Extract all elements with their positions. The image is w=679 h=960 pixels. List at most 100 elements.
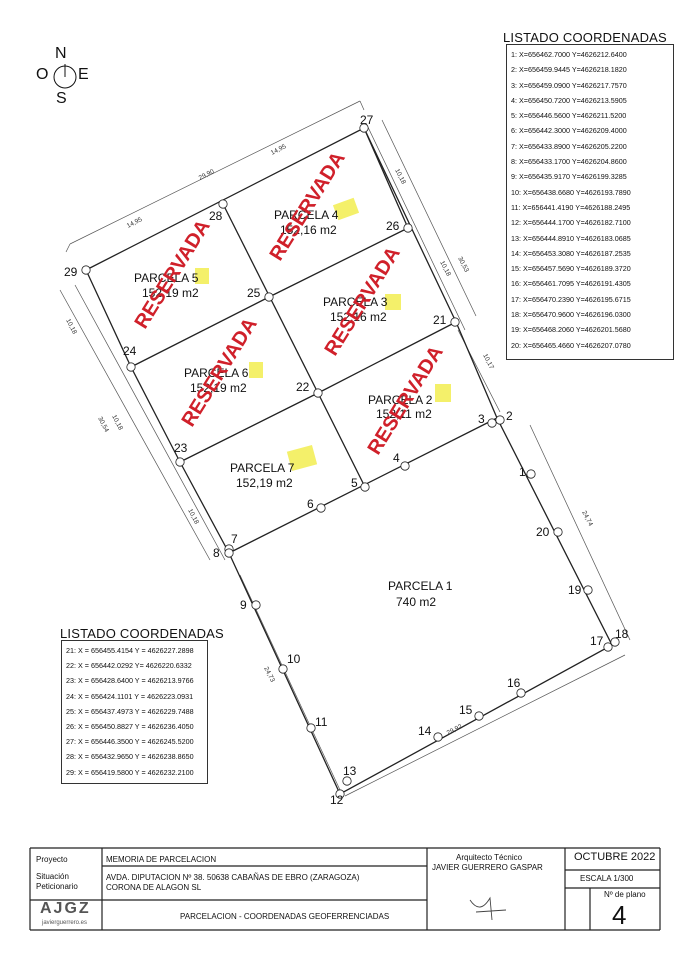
point-label-22: 22 (296, 380, 310, 394)
point-label-27: 27 (360, 113, 374, 127)
survey-point-17 (603, 642, 613, 652)
survey-point-12 (335, 789, 345, 799)
coord-row: 21: X = 656455.4154 Y = 4626227.2898 (66, 646, 194, 655)
survey-point-18 (610, 637, 620, 647)
title-block-frame (29, 847, 661, 931)
survey-point-2 (495, 415, 505, 425)
coord-row: 9: X=656435.9170 Y=4626199.3285 (511, 172, 627, 182)
parcel-1-name: PARCELA 1 (388, 579, 453, 593)
dim-24-73: 24,73 (262, 666, 276, 684)
tb-proyecto: MEMORIA DE PARCELACION (106, 855, 217, 864)
parcel-4-name: PARCELA 4 (274, 208, 339, 222)
survey-point-20 (553, 527, 563, 537)
survey-point-10 (278, 664, 288, 674)
point-label-8: 8 (213, 546, 220, 560)
coord-row: 13: X=656444.8910 Y=4626183.0685 (511, 233, 631, 243)
coord-row: 25: X = 656437.4973 Y = 4626229.7488 (66, 706, 194, 716)
tb-plano-label: Nº de plano (604, 890, 646, 899)
tb-situacion-label: Situación (36, 872, 69, 881)
point-label-11: 11 (315, 715, 328, 729)
point-label-25: 25 (247, 286, 261, 300)
point-label-23: 23 (174, 441, 188, 455)
compass-west: O (36, 66, 49, 83)
coord-row: 16: X=656461.7095 Y=4626191.4305 (511, 279, 631, 289)
coord-row: 6: X=656442.3000 Y=4626209.4000 (511, 126, 627, 136)
point-label-9: 9 (240, 598, 247, 612)
point-label-28: 28 (209, 209, 223, 223)
coord-row: 20: X=656465.4660 Y=4626207.0780 (511, 340, 631, 350)
parcel-3-area: 152,16 m2 (330, 310, 387, 324)
dim-10-18-c: 10,18 (64, 318, 78, 336)
dim-24-74: 24,74 (580, 510, 594, 528)
coord-row: 7: X=656433.8900 Y=4626205.2200 (511, 141, 627, 151)
dim-10-18-d: 10,18 (110, 414, 124, 432)
compass-north: N (55, 45, 67, 62)
survey-point-8 (224, 548, 234, 558)
survey-point-9 (251, 600, 261, 610)
dim-29-90: 29,90 (198, 168, 216, 182)
coords-right-title: LISTADO COORDENADAS (503, 30, 667, 45)
point-label-29: 29 (64, 265, 78, 279)
logo-icon: AJGZ (40, 900, 91, 917)
point-label-10: 10 (287, 652, 301, 666)
point-label-17: 17 (590, 634, 604, 648)
point-label-26: 26 (386, 219, 400, 233)
coord-row: 5: X=656446.5600 Y=4626211.5200 (511, 111, 627, 121)
coords-left-table: 21: X = 656455.4154 Y = 4626227.2898 22: … (61, 640, 208, 784)
compass-icon (53, 64, 77, 89)
point-label-13: 13 (343, 764, 357, 778)
parcel-6-area: 152,19 m2 (190, 381, 247, 395)
point-label-1: 1 (519, 465, 526, 479)
survey-point-29 (81, 265, 91, 275)
tb-arquitecto-label: Arquitecto Técnico (456, 853, 523, 862)
coord-row: 18: X=656470.9600 Y=4626196.0300 (511, 310, 631, 320)
parcel-5-area: 152,19 m2 (142, 286, 199, 300)
parcel-1-area: 740 m2 (396, 595, 436, 609)
point-label-5: 5 (351, 476, 358, 490)
survey-point-21 (450, 317, 460, 327)
survey-point-15 (474, 711, 484, 721)
coord-row: 15: X=656457.5690 Y=4626189.3720 (511, 264, 631, 274)
parcel-7-area: 152,19 m2 (236, 476, 293, 490)
tb-fecha: OCTUBRE 2022 (574, 851, 656, 863)
parcel-4-area: 152,16 m2 (280, 223, 337, 237)
coord-row: 10: X=656438.6680 Y=4626193.7890 (511, 187, 631, 197)
coord-row: 14: X=656453.3080 Y=4626187.2535 (511, 248, 631, 258)
survey-point-6 (316, 503, 326, 513)
coord-row: 1: X=656462.7000 Y=4626212.6400 (511, 50, 627, 59)
coord-row: 28: X = 656432.9650 Y = 4626238.8650 (66, 752, 194, 762)
point-label-14: 14 (418, 724, 432, 738)
tb-situacion: AVDA. DIPUTACION Nº 38. 50638 CABAÑAS DE… (106, 873, 360, 882)
coord-row: 24: X = 656424.1101 Y = 4626223.0931 (66, 691, 194, 701)
point-label-12: 12 (330, 793, 344, 807)
point-label-2: 2 (506, 409, 513, 423)
point-label-21: 21 (433, 313, 447, 327)
compass-east: E (78, 66, 89, 83)
tb-proyecto-label: Proyecto (36, 855, 68, 864)
coord-row: 26: X = 656450.8827 Y = 4626236.4050 (66, 722, 194, 732)
survey-point-27 (359, 123, 369, 133)
survey-point-19 (583, 585, 593, 595)
survey-point-1 (526, 469, 536, 479)
point-label-16: 16 (507, 676, 521, 690)
survey-point-4 (400, 461, 410, 471)
logo-subtext: javierguerrero.es (42, 920, 88, 926)
dim-14-95-b: 14,95 (126, 216, 144, 230)
parcel-6-name: PARCELA 6 (184, 366, 249, 380)
signature-mark (469, 896, 507, 921)
tb-peticionario-label: Peticionario (36, 882, 78, 891)
coord-row: 22: X = 656442.0292 Y= 4626220.6332 (66, 661, 192, 671)
tb-peticionario: CORONA DE ALAGON SL (106, 883, 202, 892)
survey-point-14 (433, 732, 443, 742)
coords-left-title: LISTADO COORDENADAS (60, 626, 224, 641)
dim-10-17: 10,17 (481, 353, 495, 371)
point-label-18: 18 (615, 627, 629, 641)
tb-plano-num: 4 (612, 900, 627, 930)
survey-point-5 (360, 482, 370, 492)
survey-point-22 (313, 388, 323, 398)
tb-arquitecto: JAVIER GUERRERO GASPAR (432, 863, 543, 872)
coord-row: 19: X=656468.2060 Y=4626201.5680 (511, 325, 631, 335)
dim-30-54: 30,54 (96, 416, 110, 434)
